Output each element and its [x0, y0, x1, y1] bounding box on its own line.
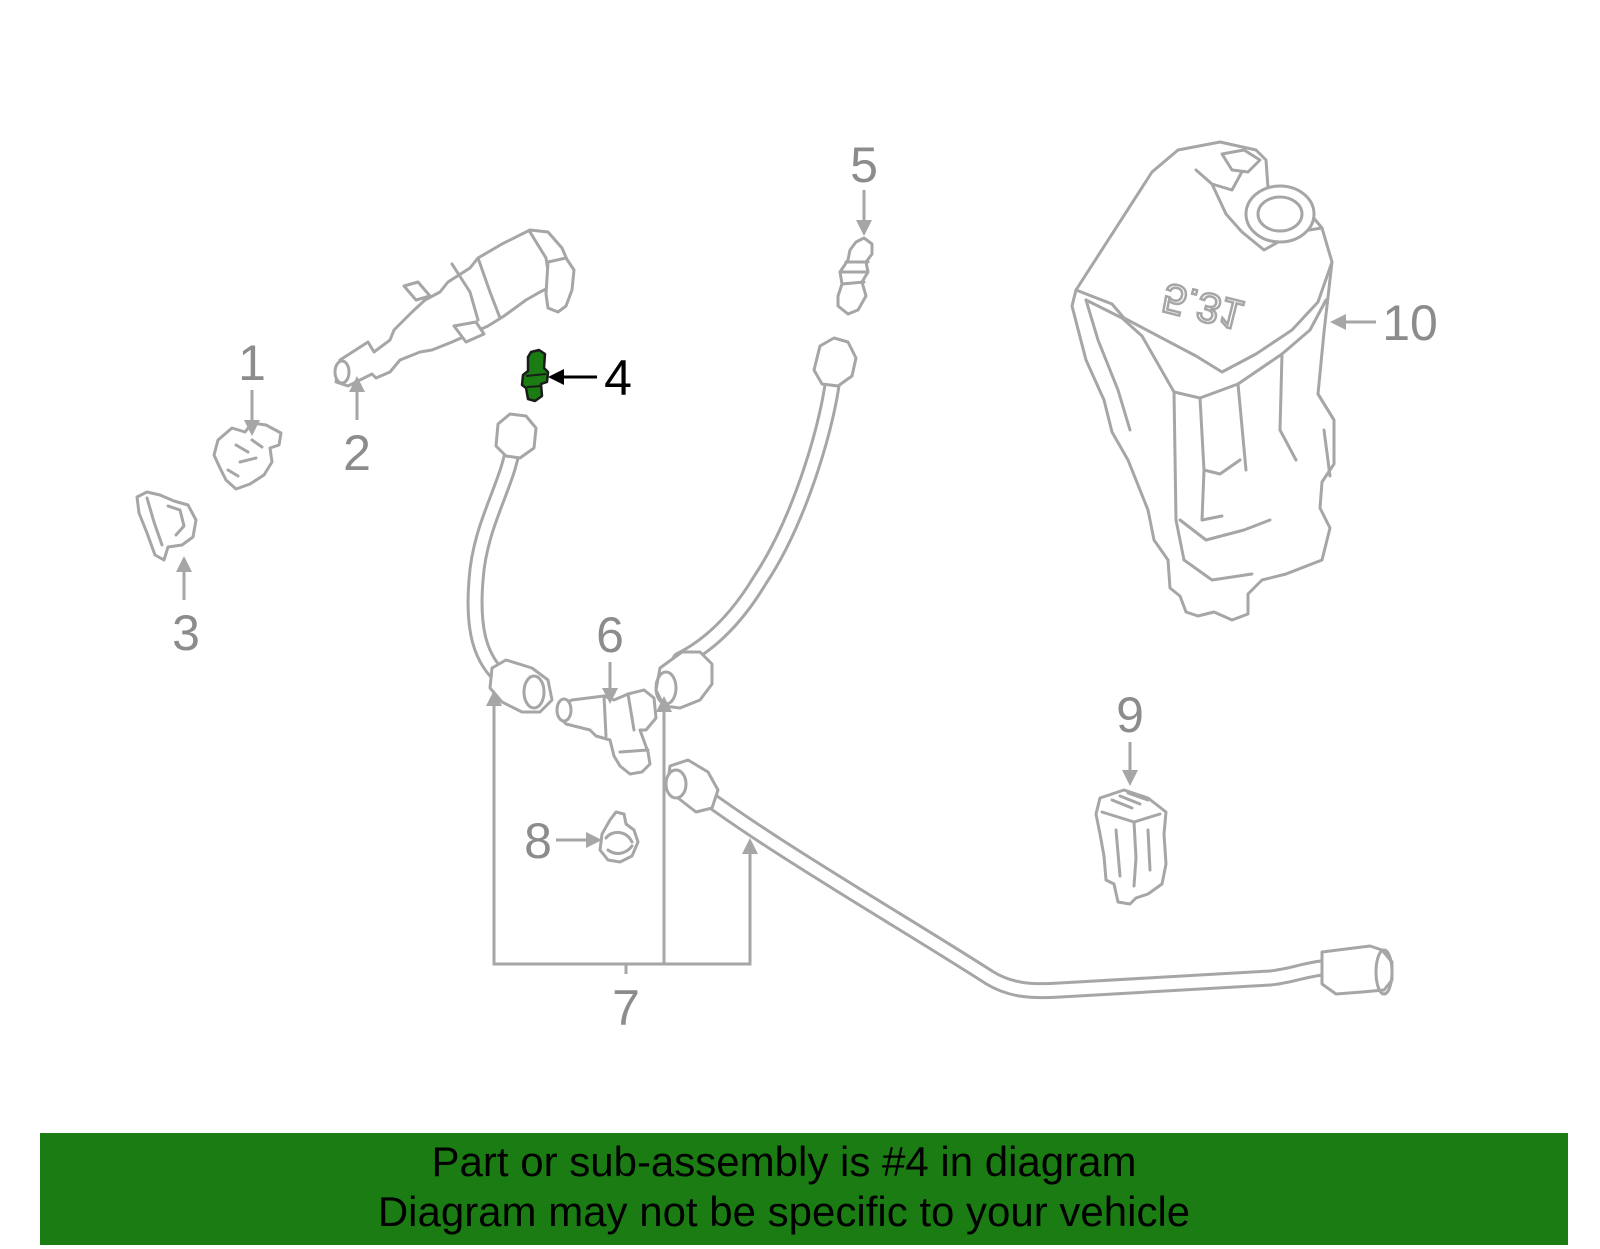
part-4-connector[interactable]	[520, 348, 550, 403]
part-10-reservoir[interactable]: 5.31	[1070, 140, 1336, 622]
callout-3: 3	[172, 605, 200, 661]
info-banner: Part or sub-assembly is #4 in diagram Di…	[40, 1133, 1568, 1245]
parts-diagram: 5.31 1	[135, 137, 1438, 1036]
part-7-hoses[interactable]	[466, 336, 1394, 1000]
banner-line-2: Diagram may not be specific to your vehi…	[377, 1188, 1191, 1235]
part-8-clamp[interactable]	[598, 810, 640, 864]
part-5-jet-nozzle[interactable]	[836, 236, 874, 316]
part-2-washer-pump[interactable]	[333, 228, 576, 388]
part-1-clip[interactable]	[212, 421, 283, 491]
part-6-t-connector[interactable]	[555, 688, 658, 776]
part-3-cover[interactable]	[135, 490, 198, 562]
callout-labels: 1 2 3 4 5 6 7 8 9 10	[172, 137, 1438, 1036]
callout-4: 4	[604, 350, 632, 406]
callout-10: 10	[1382, 295, 1438, 351]
callout-1: 1	[238, 335, 266, 391]
callout-7: 7	[612, 980, 640, 1036]
callout-6: 6	[596, 607, 624, 663]
callout-2: 2	[343, 425, 371, 481]
leader-lines	[176, 190, 1376, 974]
callout-8: 8	[524, 813, 552, 869]
callout-9: 9	[1116, 687, 1144, 743]
part-9-bracket[interactable]	[1094, 788, 1168, 906]
banner-line-1: Part or sub-assembly is #4 in diagram	[431, 1138, 1137, 1185]
callout-5: 5	[850, 137, 878, 193]
